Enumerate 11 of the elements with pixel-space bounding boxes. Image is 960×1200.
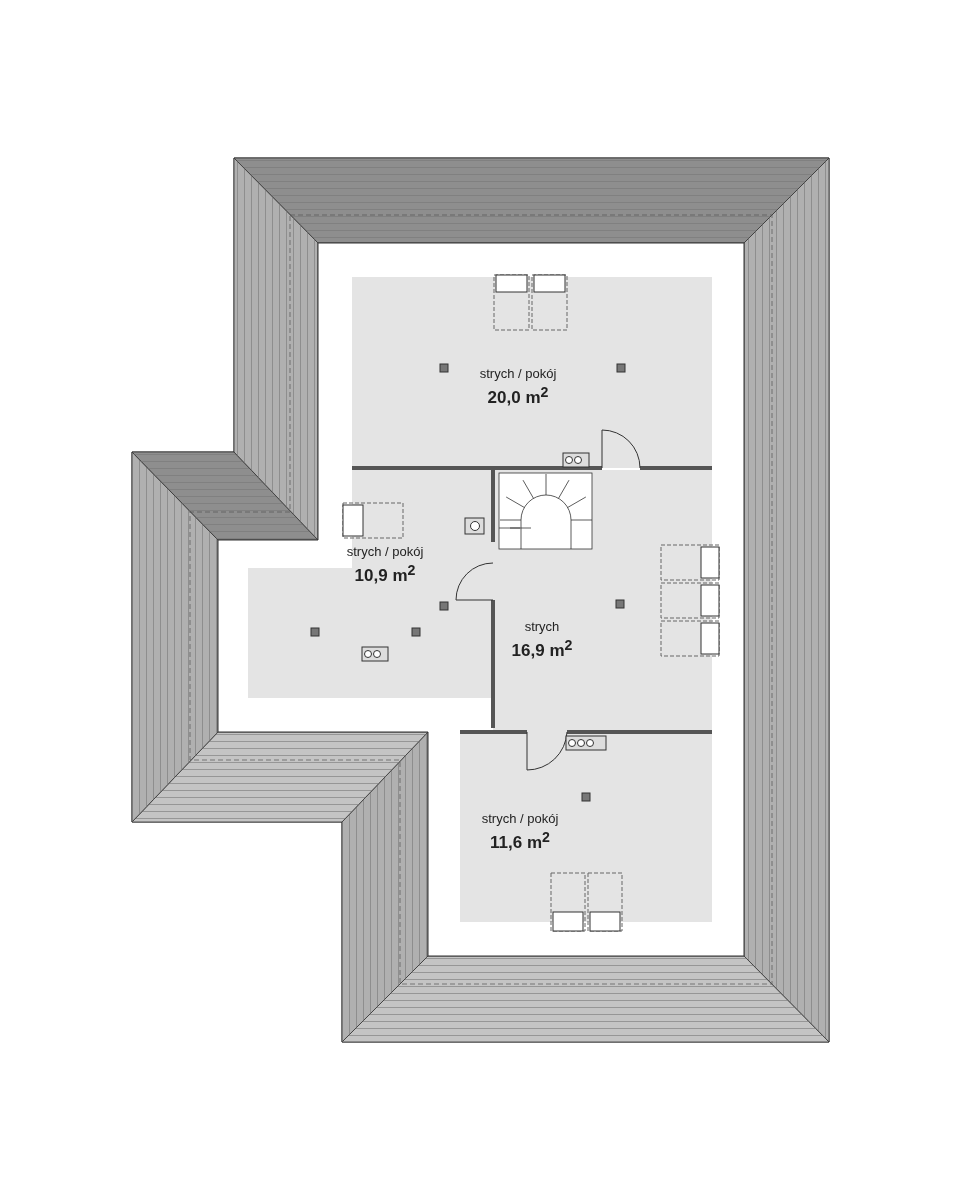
room-floor	[352, 277, 712, 468]
room-name: strych	[523, 618, 561, 635]
room-area: 20,0 m$^{2}$	[479, 381, 557, 409]
room-name: strych / pokój	[346, 543, 424, 560]
room-area: 10,9 m$^{2}$	[346, 559, 424, 587]
room-area: 16,9 m$^{2}$	[511, 634, 573, 662]
room-floor	[460, 732, 712, 922]
room-area: 11,6 m$^{2}$	[481, 826, 559, 854]
room-name: strych / pokój	[479, 365, 557, 382]
room-name: strych / pokój	[481, 810, 559, 827]
room-floor	[248, 470, 493, 698]
